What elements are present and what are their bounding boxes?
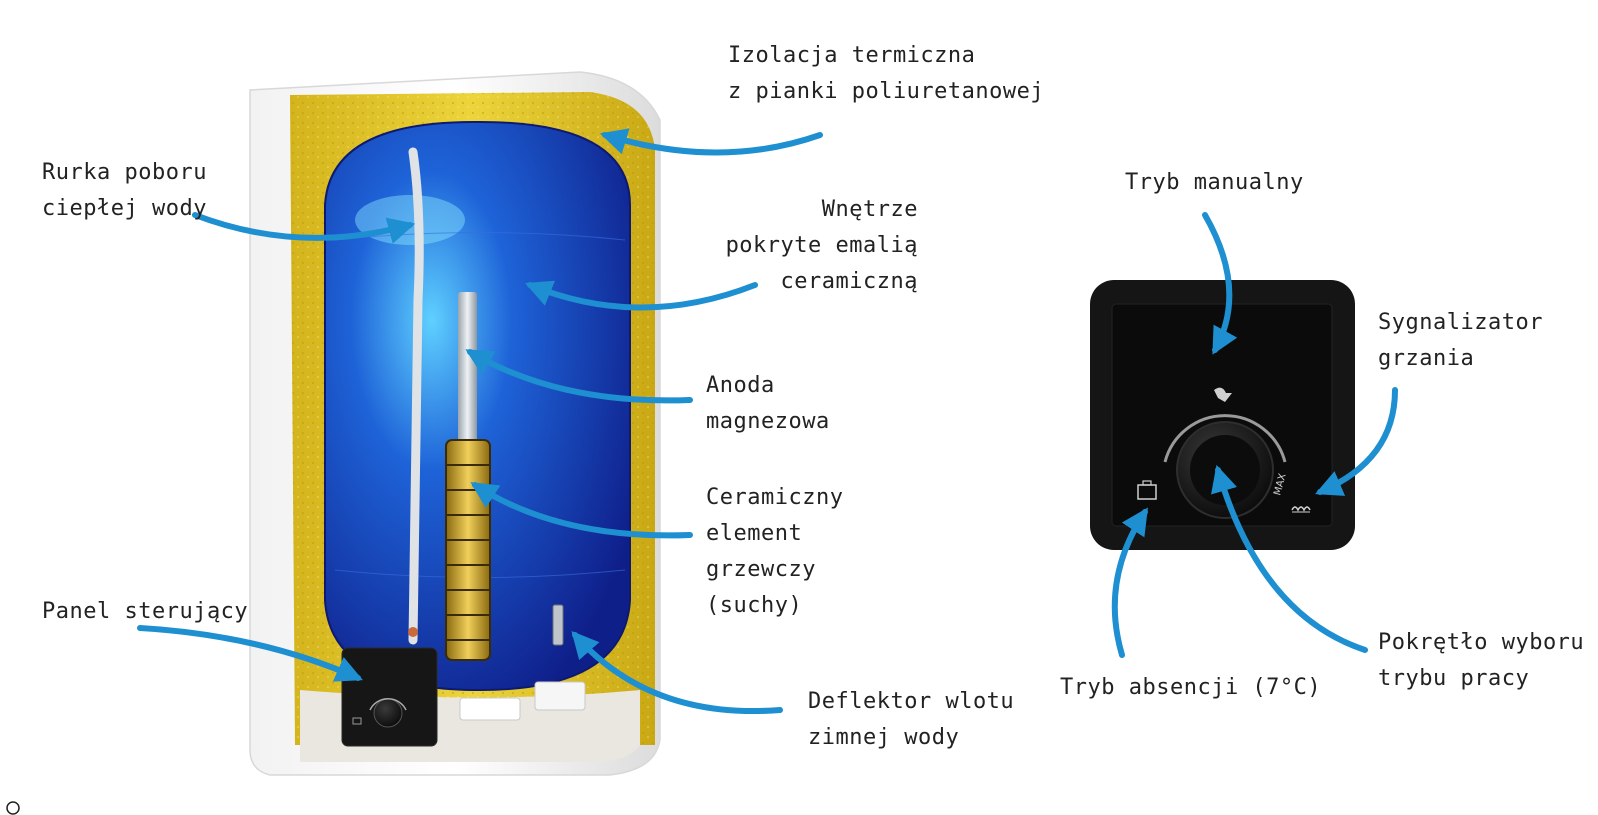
arrow-pokretlo [1211, 464, 1368, 653]
label-tryb-manualny: Tryb manualny [1125, 170, 1304, 195]
cold-water-deflector [552, 604, 564, 646]
magnesium-anode [458, 292, 477, 442]
corner-marker-icon [6, 801, 20, 815]
arrow-sygnalizator [1315, 387, 1398, 496]
arrow-wnetrze [525, 280, 758, 311]
arrow-panel [137, 625, 363, 682]
label-tryb-absencji: Tryb absencji (7°C) [1060, 675, 1322, 700]
absence-mode-icon [1137, 480, 1157, 500]
arrow-anoda [465, 349, 693, 404]
arrow-tryb-manualny [1202, 212, 1238, 355]
mode-dial-arc [1163, 414, 1287, 463]
arrow-rurka [192, 212, 416, 244]
control-panel: MAX [1090, 280, 1355, 550]
manual-mode-icon [1214, 387, 1232, 402]
arrow-tryb-absencji [1111, 507, 1148, 658]
arrows [137, 128, 1398, 715]
ceramic-heating-element [445, 439, 491, 661]
arrow-ceramiczny [470, 482, 693, 539]
arrow-izolacja [599, 128, 823, 156]
label-panel: Panel sterujący [42, 599, 249, 624]
arrow-deflektor [571, 630, 783, 715]
hot-water-tube [408, 147, 424, 645]
heating-indicator-icon [1291, 506, 1311, 512]
small-control-panel [341, 647, 438, 747]
